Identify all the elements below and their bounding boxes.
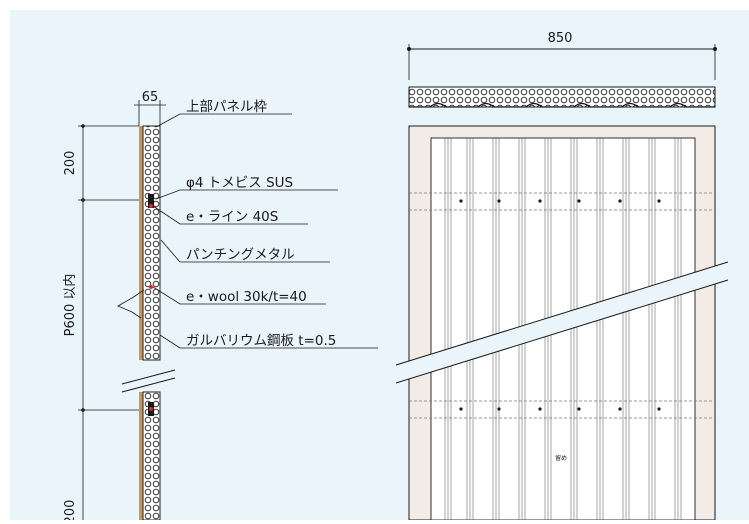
callout-punching-metal: パンチングメタル (186, 247, 295, 263)
plan-section-strip (408, 86, 716, 108)
screw-dot (497, 407, 501, 411)
fastener-marker (149, 407, 153, 411)
screw-dot (657, 199, 661, 203)
screw-dot (497, 199, 501, 203)
dim-tick (81, 198, 85, 202)
dim-pitch: P600 以内 (62, 274, 78, 337)
corrugated-profile (409, 102, 715, 108)
fastener-marker (149, 285, 153, 289)
screw-icon (148, 194, 154, 208)
leader-line (155, 189, 338, 200)
break-line (121, 369, 176, 385)
leader-line (117, 289, 145, 319)
break-line (395, 279, 729, 384)
wood-furring-lower (139, 392, 143, 520)
leader-line (157, 113, 292, 127)
callout-galvalume: ガルバリウム鋼板 t=0.5 (186, 333, 336, 349)
break-band (396, 262, 728, 383)
break-line (395, 261, 729, 366)
screw-dot (538, 199, 542, 203)
screw-dot (657, 407, 661, 411)
screw-dot (618, 199, 622, 203)
dim-overall-width: 850 (548, 31, 573, 46)
dim-section-width: 65 (142, 90, 159, 105)
leader-line (159, 334, 378, 349)
break-line (121, 377, 176, 393)
screw-dot (459, 407, 463, 411)
dim-bottom-height: 200 (63, 500, 78, 520)
screw-dot (538, 407, 542, 411)
fastener-marker (149, 204, 153, 208)
callout-upper-panel-frame: 上部パネル枠 (186, 99, 267, 115)
leader-line (160, 239, 330, 263)
dim-top-height: 200 (63, 151, 78, 176)
screw-dot (618, 407, 622, 411)
dim-tick (81, 408, 85, 412)
screw-dot (577, 199, 581, 203)
screw-dot (459, 199, 463, 203)
elevation-view: 850 留め (395, 31, 729, 521)
callout-screw: φ4 トメビス SUS (186, 175, 293, 191)
elevation-note: 留め (555, 454, 567, 462)
leader-line (152, 205, 308, 225)
callout-e-wool: e・wool 30k/t=40 (186, 289, 307, 305)
screw-dots (459, 199, 661, 411)
screw-dot (577, 407, 581, 411)
leader-line (152, 286, 326, 305)
dim-tick (81, 124, 85, 128)
wood-furring (139, 126, 143, 360)
callout-e-line: e・ライン 40S (186, 209, 278, 225)
insulation-upper (142, 125, 161, 361)
